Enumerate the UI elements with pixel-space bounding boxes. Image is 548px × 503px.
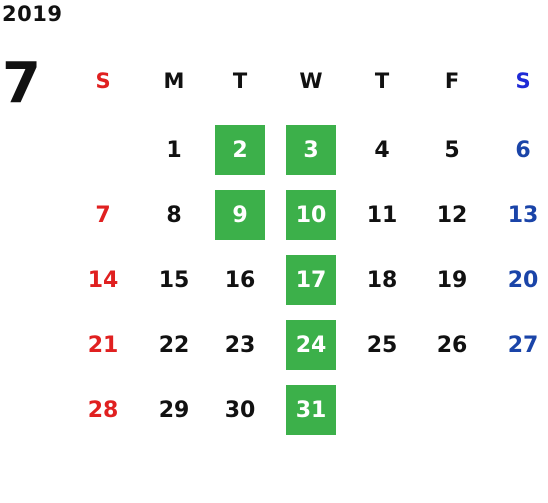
day-cell	[357, 385, 407, 435]
year-label: 2019	[2, 2, 63, 26]
day-cell-highlighted[interactable]: 3	[286, 125, 336, 175]
day-cell[interactable]: 20	[507, 267, 539, 293]
day-cell	[78, 125, 128, 175]
weekday-wednesday: W	[299, 69, 323, 93]
day-cell[interactable]: 21	[87, 332, 119, 358]
day-cell[interactable]: 5	[444, 137, 460, 163]
weekday-header: S M T W T F S	[68, 56, 548, 106]
day-cell	[498, 385, 548, 435]
day-cell[interactable]: 11	[366, 202, 398, 228]
day-cell[interactable]: 4	[374, 137, 390, 163]
day-cell-highlighted[interactable]: 10	[286, 190, 336, 240]
day-cell-highlighted[interactable]: 17	[286, 255, 336, 305]
day-cell-highlighted[interactable]: 31	[286, 385, 336, 435]
weekday-monday: M	[163, 69, 185, 93]
day-cell[interactable]: 26	[436, 332, 468, 358]
day-cell[interactable]: 12	[436, 202, 468, 228]
weekday-saturday: S	[515, 69, 531, 93]
week-row-3: 14 15 16 17 18 19 20	[68, 255, 548, 305]
weekday-thursday: T	[374, 69, 390, 93]
day-cell[interactable]: 13	[507, 202, 539, 228]
day-cell-highlighted[interactable]: 24	[286, 320, 336, 370]
day-cell[interactable]: 7	[95, 202, 111, 228]
day-cell[interactable]: 6	[515, 137, 531, 163]
day-cell[interactable]: 29	[158, 397, 190, 423]
day-cell[interactable]: 14	[87, 267, 119, 293]
weekday-friday: F	[444, 69, 460, 93]
week-row-2: 7 8 9 10 11 12 13	[68, 190, 548, 240]
month-number: 7	[2, 51, 41, 116]
day-cell	[427, 385, 477, 435]
day-cell-highlighted[interactable]: 9	[215, 190, 265, 240]
day-cell[interactable]: 30	[224, 397, 256, 423]
day-cell[interactable]: 16	[224, 267, 256, 293]
day-cell[interactable]: 25	[366, 332, 398, 358]
week-row-1: 1 2 3 4 5 6	[68, 125, 548, 175]
day-cell[interactable]: 8	[166, 202, 182, 228]
weekday-tuesday: T	[232, 69, 248, 93]
week-row-4: 21 22 23 24 25 26 27	[68, 320, 548, 370]
week-row-5: 28 29 30 31	[68, 385, 548, 435]
day-cell[interactable]: 1	[166, 137, 182, 163]
day-cell[interactable]: 27	[507, 332, 539, 358]
day-cell[interactable]: 19	[436, 267, 468, 293]
day-cell[interactable]: 15	[158, 267, 190, 293]
day-cell[interactable]: 22	[158, 332, 190, 358]
day-cell[interactable]: 18	[366, 267, 398, 293]
day-cell[interactable]: 28	[87, 397, 119, 423]
day-cell[interactable]: 23	[224, 332, 256, 358]
weekday-sunday: S	[95, 69, 111, 93]
day-cell-highlighted[interactable]: 2	[215, 125, 265, 175]
